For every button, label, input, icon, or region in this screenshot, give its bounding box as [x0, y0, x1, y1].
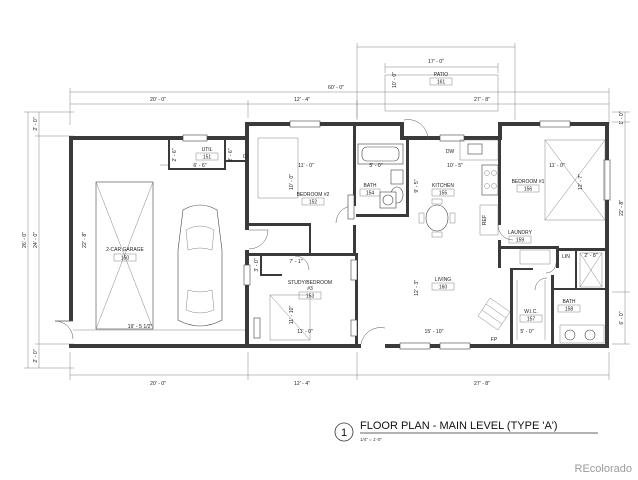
bedroom2-dim-h: 10' - 0"	[289, 174, 295, 190]
study-num: #3	[307, 286, 313, 292]
bedroom1-num: 156	[524, 187, 533, 193]
fp-name: FP	[491, 337, 498, 343]
study-num2: 153	[306, 294, 315, 300]
garage-dim-w: 19' - 5 1/2"	[128, 324, 153, 330]
toilet-icon	[390, 169, 404, 185]
car-icon	[177, 204, 223, 327]
lin-name: LIN	[562, 254, 570, 260]
wic-num: 157	[527, 317, 536, 323]
drawing-number-circle	[334, 422, 354, 442]
garage-name: 2-CAR GARAGE	[106, 247, 144, 253]
patio-name: PATIO	[434, 72, 448, 78]
dim-patio-height: 10' - 0"	[392, 72, 398, 88]
cl-name: CL	[243, 154, 250, 160]
dim-right-bottom: 6' - 0"	[619, 311, 625, 324]
garage-num: 150	[121, 256, 130, 262]
study-dim-h2: 3' - 0"	[254, 258, 260, 271]
dim-top-right: 27' - 8"	[474, 97, 490, 103]
kitchen-num: 155	[439, 191, 448, 197]
patio-num: 161	[437, 80, 446, 86]
dim-left-bottom: 2' - 0"	[33, 349, 39, 362]
dim-right-total: 22' - 8"	[619, 200, 625, 216]
cl-dim-h: 2' - 6"	[228, 148, 234, 161]
dim-patio-width: 17' - 0"	[428, 59, 444, 65]
util-num: 151	[203, 155, 212, 161]
bedroom1-furniture	[257, 137, 606, 341]
drawing-number: 1	[341, 427, 347, 439]
dim-right-top: 1' - 0"	[619, 111, 625, 124]
bath154-name: BATH	[364, 183, 377, 189]
title-block: 1 FLOOR PLAN - MAIN LEVEL (TYPE 'A') 1/4…	[334, 420, 598, 442]
living-dim-h: 12' - 3"	[414, 280, 420, 296]
dim-left-overall: 26' - 0"	[22, 232, 28, 248]
dw-name: DW	[446, 149, 455, 155]
living-name: LIVING	[435, 277, 452, 283]
garage-area	[73, 164, 245, 331]
patio-outline	[384, 74, 499, 112]
util-dim-h: 2' - 6"	[172, 148, 178, 161]
bedroom1-name: BEDROOM #1	[512, 179, 545, 185]
wic-dim-w: 5' - 0"	[520, 329, 533, 335]
bath158-dim-w: 2' - 8"	[584, 253, 597, 259]
wic-name: W.I.C.	[524, 309, 538, 315]
ref-name: REF	[482, 215, 488, 225]
util-name: UTIL	[202, 147, 213, 153]
dimension-lines	[24, 43, 630, 380]
dim-overall-top: 60' - 0"	[328, 85, 344, 91]
dim-bottom-right: 27' - 8"	[474, 381, 490, 387]
bath154-num: 154	[366, 191, 375, 197]
bath-fixtures	[357, 143, 605, 344]
living-num: 160	[439, 285, 448, 291]
dim-top-mid: 12' - 4"	[294, 97, 310, 103]
laundry-name: LAUNDRY	[508, 230, 532, 236]
drawing-scale: 1/4" = 1'-0"	[360, 437, 382, 442]
dim-left-inner: 24' - 0"	[33, 232, 39, 248]
bedroom1-dim-h: 12' - 7"	[578, 174, 584, 190]
dining-table	[425, 204, 449, 232]
watermark-logo: REcolorado	[575, 463, 632, 475]
bath154-dim-w: 5' - 0"	[369, 163, 382, 169]
kitchen-name: KITCHEN	[432, 183, 454, 189]
study-name: STUDY/BEDROOM	[288, 280, 332, 286]
study-dim-w-top: 7' - 1"	[289, 259, 302, 265]
garage-dim-h: 22' - 8"	[82, 232, 88, 248]
bath158-name: BATH	[563, 299, 576, 305]
kitchen-dim-h: 9' - 5"	[414, 179, 420, 192]
bedroom2-num: 152	[309, 200, 318, 206]
dim-top-left: 20' - 0"	[150, 97, 166, 103]
kitchen-fixtures	[418, 139, 511, 331]
util-dim-w: 6' - 6"	[193, 163, 206, 169]
kitchen-dim-w: 10' - 5"	[447, 163, 463, 169]
bedroom2-dim-w: 11' - 0"	[298, 163, 314, 169]
windows	[182, 120, 611, 350]
interior-walls	[168, 126, 606, 348]
living-dim-w: 15' - 10"	[425, 329, 444, 335]
dim-left-top: 2' - 0"	[33, 117, 39, 130]
drawing-title: FLOOR PLAN - MAIN LEVEL (TYPE 'A')	[360, 420, 558, 432]
laundry-num: 159	[516, 238, 525, 244]
dim-bottom-mid: 12' - 4"	[294, 381, 310, 387]
study-dim-w: 11' - 0"	[297, 329, 313, 335]
bath158-num: 158	[565, 307, 574, 313]
study-dim-h: 11' - 10"	[289, 306, 295, 325]
dim-bottom-left: 20' - 0"	[150, 381, 166, 387]
bedroom1-dim-w: 11' - 0"	[549, 163, 565, 169]
bedroom2-name: BEDROOM #2	[297, 192, 330, 198]
